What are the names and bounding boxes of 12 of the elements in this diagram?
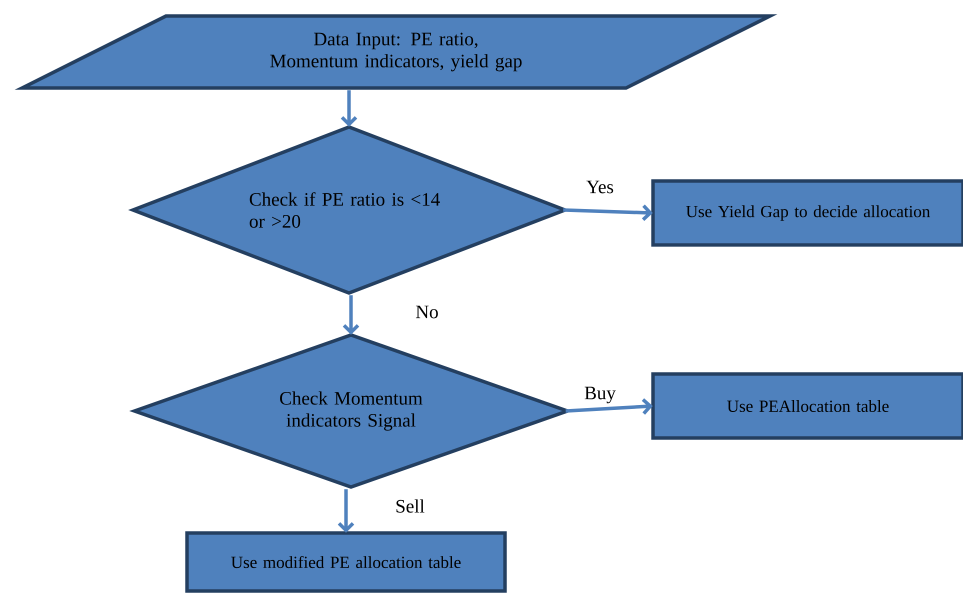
edge-label: Yes [585,180,615,194]
arrow [338,489,354,533]
edge-label: Buy [583,386,617,404]
arrow [566,398,653,415]
process-box: Use modified PE allocation table [185,531,507,593]
edge-label: Sell [394,498,426,514]
edge-label: No [414,304,440,320]
process-box: Use PEAllocation table [651,372,963,440]
arrow [563,204,653,221]
process-box: Use Yield Gap to decide allocation [651,179,963,247]
arrow [340,90,358,127]
arrow [342,295,360,335]
